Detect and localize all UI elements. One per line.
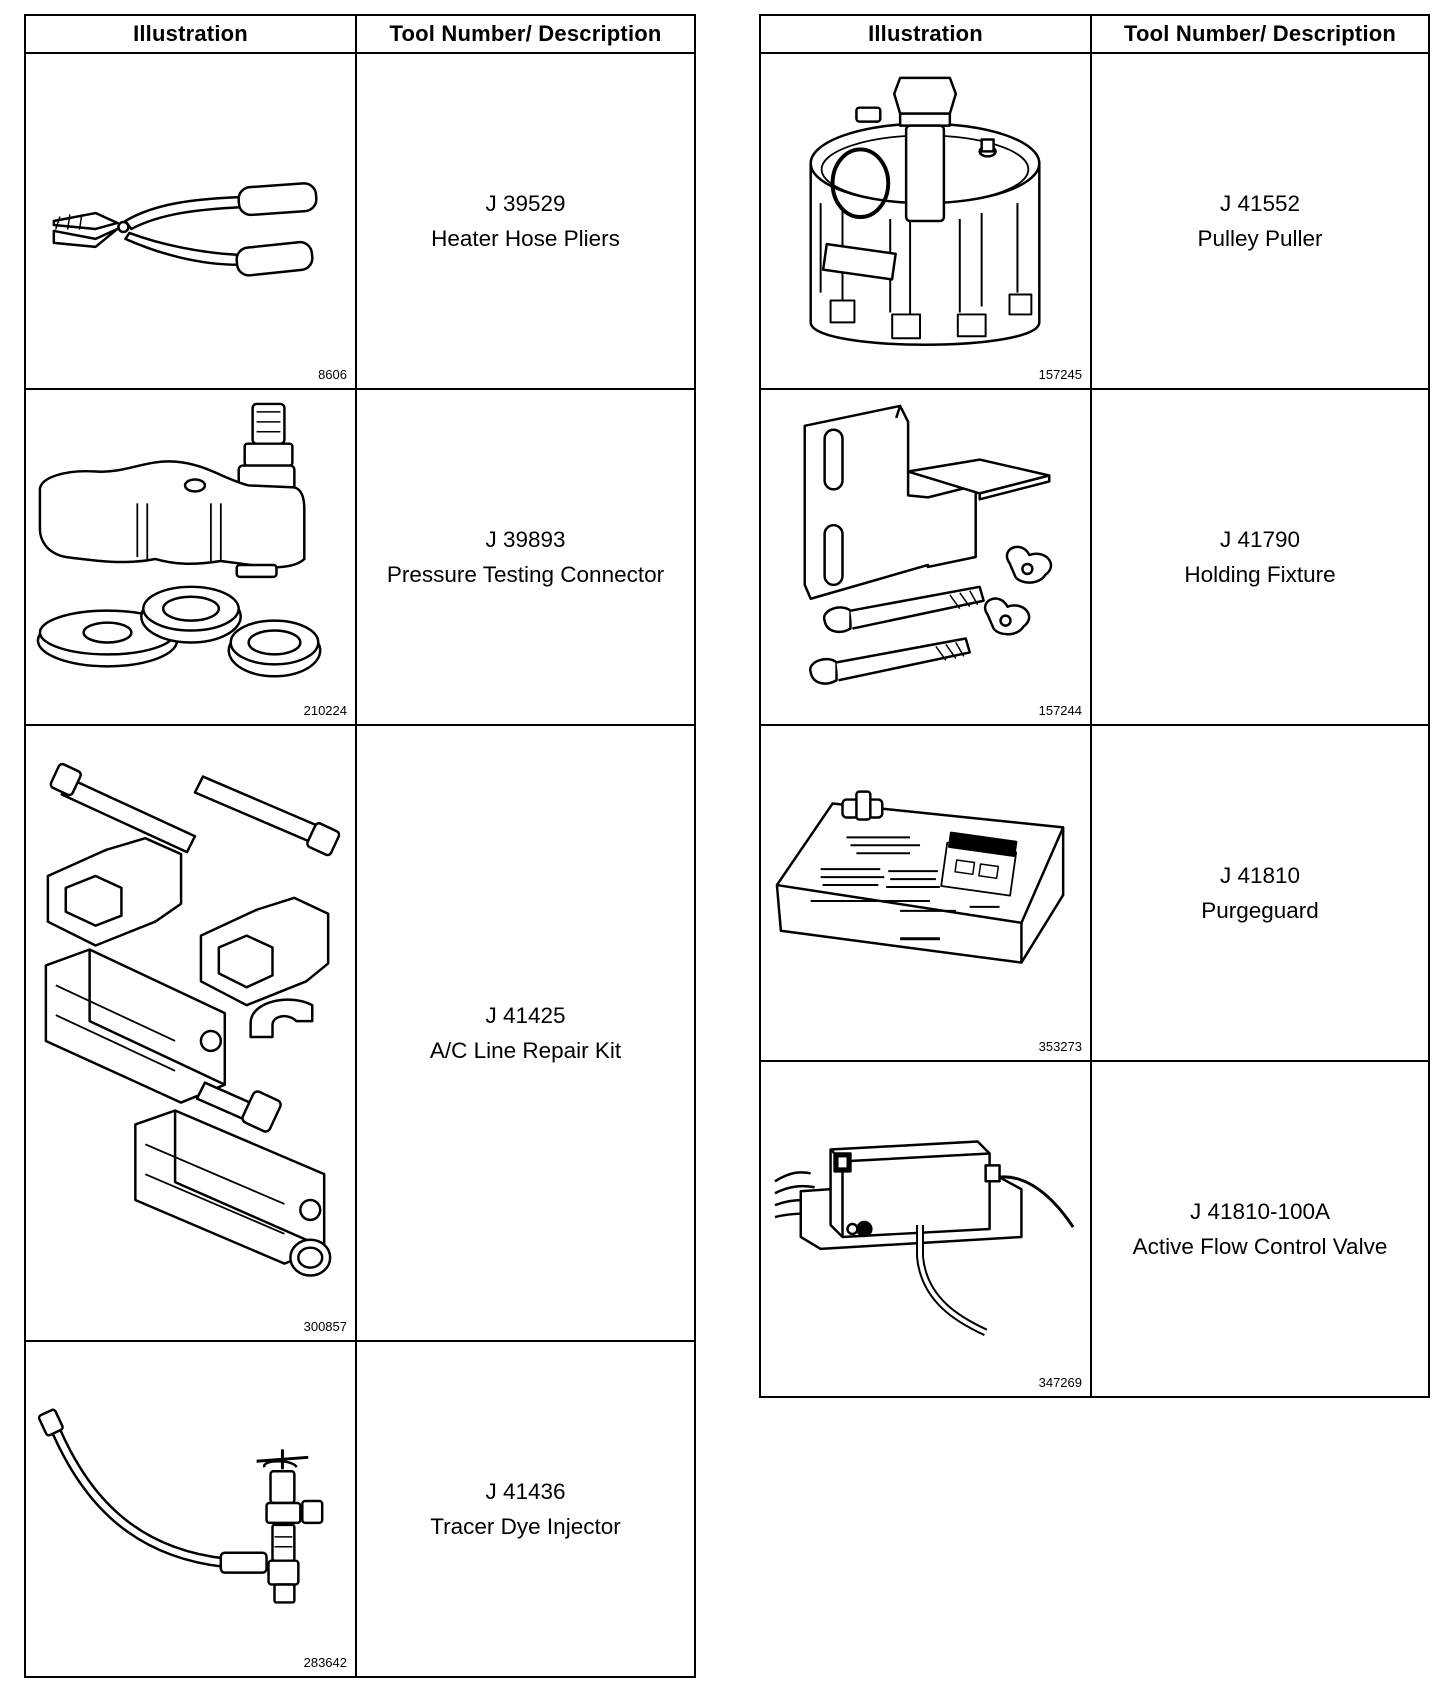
tool-description: Pressure Testing Connector xyxy=(386,562,665,587)
tool-description: A/C Line Repair Kit xyxy=(429,1038,622,1063)
tool-description: Heater Hose Pliers xyxy=(431,226,620,251)
tool-description-cell: J 41790 Holding Fixture xyxy=(1090,388,1430,726)
illustration-header: Illustration xyxy=(759,14,1092,54)
active-flow-control-valve-icon xyxy=(774,1140,1075,1336)
figure-number: 347269 xyxy=(1038,1375,1082,1390)
figure-number: 353273 xyxy=(1038,1039,1082,1054)
purgeguard-icon xyxy=(775,790,1065,964)
tool-description: Holding Fixture xyxy=(1184,562,1336,587)
tool-table-right: Illustration Tool Number/ Description xyxy=(759,14,1430,1398)
tool-description: Tracer Dye Injector xyxy=(430,1514,621,1539)
figure-number: 157244 xyxy=(1038,703,1082,718)
ac-line-repair-kit-icon xyxy=(44,762,341,1277)
tool-description: Pulley Puller xyxy=(1197,226,1323,251)
table-row: 157245 J 41552 Pulley Puller xyxy=(759,52,1430,390)
tool-number: J 41425 xyxy=(485,1003,566,1028)
tool-description: Purgeguard xyxy=(1201,898,1319,923)
illustration-cell: 353273 xyxy=(759,724,1092,1062)
figure-number: 300857 xyxy=(303,1319,347,1334)
pressure-testing-connector-icon xyxy=(36,402,322,678)
holding-fixture-icon xyxy=(803,404,1053,685)
tool-description: Active Flow Control Valve xyxy=(1132,1234,1388,1259)
illustration-cell: 283642 xyxy=(24,1340,357,1678)
tool-description-cell: J 41552 Pulley Puller xyxy=(1090,52,1430,390)
tool-number: J 39529 xyxy=(485,191,566,216)
tool-number: J 41810-100A xyxy=(1189,1199,1331,1224)
tool-table-left: Illustration Tool Number/ Description 86… xyxy=(24,14,696,1678)
table-row: 210224 J 39893 Pressure Testing Connecto… xyxy=(24,388,696,726)
figure-number: 210224 xyxy=(303,703,347,718)
illustration-cell: 210224 xyxy=(24,388,357,726)
table-row: 347269 J 41810-100A Active Flow Control … xyxy=(759,1060,1430,1398)
table-header-row: Illustration Tool Number/ Description xyxy=(759,14,1430,54)
tool-description-header: Tool Number/ Description xyxy=(355,14,696,54)
figure-number: 8606 xyxy=(318,367,347,382)
illustration-cell: 157245 xyxy=(759,52,1092,390)
tool-description-cell: J 41425 A/C Line Repair Kit xyxy=(355,724,696,1342)
illustration-header: Illustration xyxy=(24,14,357,54)
table-row: 283642 J 41436 Tracer Dye Injector xyxy=(24,1340,696,1678)
tool-number: J 41436 xyxy=(485,1479,566,1504)
tool-description-cell: J 39529 Heater Hose Pliers xyxy=(355,52,696,390)
table-header-row: Illustration Tool Number/ Description xyxy=(24,14,696,54)
table-row: 300857 J 41425 A/C Line Repair Kit xyxy=(24,724,696,1342)
tool-description-header: Tool Number/ Description xyxy=(1090,14,1430,54)
figure-number: 157245 xyxy=(1038,367,1082,382)
figure-number: 283642 xyxy=(303,1655,347,1670)
tool-number: J 41790 xyxy=(1219,527,1301,552)
tool-description-cell: J 39893 Pressure Testing Connector xyxy=(355,388,696,726)
pulley-puller-icon xyxy=(809,76,1041,346)
illustration-cell: 347269 xyxy=(759,1060,1092,1398)
tool-description-cell: J 41810 Purgeguard xyxy=(1090,724,1430,1062)
tool-number: J 41552 xyxy=(1219,191,1301,216)
heater-hose-pliers-icon xyxy=(52,182,318,277)
illustration-cell: 157244 xyxy=(759,388,1092,726)
tracer-dye-injector-icon xyxy=(37,1408,324,1604)
tool-description-cell: J 41436 Tracer Dye Injector xyxy=(355,1340,696,1678)
table-row: 353273 J 41810 Purgeguard xyxy=(759,724,1430,1062)
table-row: 8606 J 39529 Heater Hose Pliers xyxy=(24,52,696,390)
tool-description-cell: J 41810-100A Active Flow Control Valve xyxy=(1090,1060,1430,1398)
table-row: 157244 J 41790 Holding Fixture xyxy=(759,388,1430,726)
tool-number: J 39893 xyxy=(485,527,566,552)
illustration-cell: 300857 xyxy=(24,724,357,1342)
illustration-cell: 8606 xyxy=(24,52,357,390)
tool-number: J 41810 xyxy=(1219,863,1301,888)
